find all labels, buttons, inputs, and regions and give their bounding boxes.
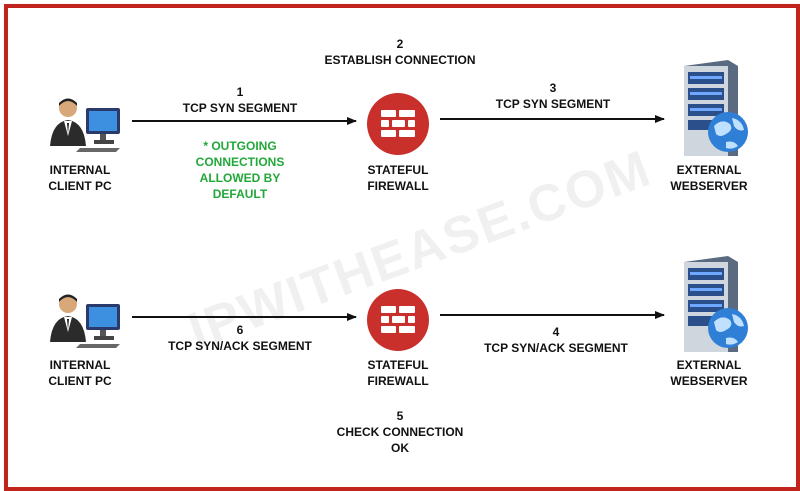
firewall-label-top: STATEFUL FIREWALL xyxy=(367,163,429,193)
server-label-top: EXTERNAL WEBSERVER xyxy=(670,163,748,193)
step1-number: 1 xyxy=(236,85,244,99)
step6-number: 6 xyxy=(236,323,244,337)
step5-label: CHECK CONNECTION OK xyxy=(336,425,464,455)
step2-number: 2 xyxy=(396,37,404,51)
webserver-globe-icon xyxy=(684,60,748,156)
client-label-bottom: INTERNAL CLIENT PC xyxy=(48,358,112,388)
client-label-top: INTERNAL CLIENT PC xyxy=(48,163,112,193)
step4-number: 4 xyxy=(552,325,560,339)
step3-number: 3 xyxy=(549,81,557,95)
step6-label: TCP SYN/ACK SEGMENT xyxy=(168,339,312,353)
firewall-label-bottom: STATEFUL FIREWALL xyxy=(367,358,429,388)
step2-label: ESTABLISH CONNECTION xyxy=(324,53,476,67)
step4-label: TCP SYN/ACK SEGMENT xyxy=(484,341,628,355)
firewall-brick-icon xyxy=(367,289,429,351)
webserver-globe-icon xyxy=(684,256,748,352)
step5-number: 5 xyxy=(396,409,404,423)
user-computer-icon xyxy=(50,294,120,348)
user-computer-icon xyxy=(50,98,120,152)
diagram-frame xyxy=(4,4,800,491)
step1-label: TCP SYN SEGMENT xyxy=(182,101,298,115)
step3-label: TCP SYN SEGMENT xyxy=(495,97,611,111)
server-label-bottom: EXTERNAL WEBSERVER xyxy=(670,358,748,388)
firewall-brick-icon xyxy=(367,93,429,155)
outgoing-connections-note: * OUTGOING CONNECTIONS ALLOWED BY DEFAUL… xyxy=(195,139,285,201)
